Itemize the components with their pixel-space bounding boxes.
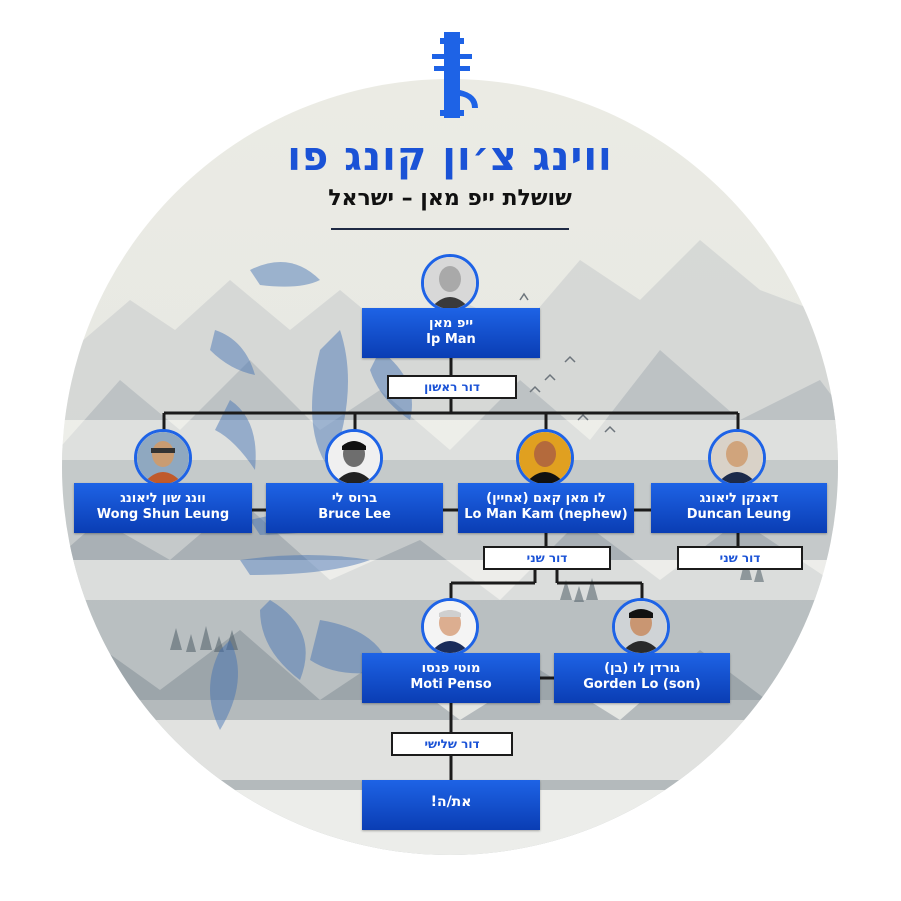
title-divider [331,228,569,230]
node-bruce-he: ברוס לי [331,491,378,506]
node-gorden-lo: גורדן לו (בן) Gorden Lo (son) [554,653,730,703]
wooden-dummy-icon [432,32,478,118]
node-ip-man-en: Ip Man [426,332,476,347]
node-wong-he: וונג שון ליאונג [120,491,206,506]
avatar-ip-man [421,254,479,312]
node-you: את/ה! [362,780,540,830]
node-ip-man: ייפ מאן Ip Man [362,308,540,358]
avatar-moti-penso [421,598,479,656]
node-duncan-leung: דאנקן ליאונג Duncan Leung [651,483,827,533]
node-duncan-en: Duncan Leung [686,507,792,522]
generation-label-second-a: דור שני [483,546,611,570]
node-lomankam-he: לו מאן קאם (אחיין) [486,491,606,506]
page-title: ווינג צ׳ון קונג פו [287,134,613,180]
node-moti-penso: מוטי פנסו Moti Penso [362,653,540,703]
node-duncan-he: דאנקן ליאונג [699,491,779,506]
generation-label-first: דור ראשון [387,375,517,399]
node-lomankam-en: Lo Man Kam (nephew) [464,507,628,522]
node-wong-shun-leung: וונג שון ליאונג Wong Shun Leung [74,483,252,533]
generation-label-third: דור שלישי [391,732,513,756]
avatar-duncan-leung [708,429,766,487]
node-gorden-he: גורדן לו (בן) [604,661,680,676]
node-lo-man-kam: לו מאן קאם (אחיין) Lo Man Kam (nephew) [458,483,634,533]
node-ip-man-he: ייפ מאן [428,316,474,331]
node-bruce-en: Bruce Lee [318,507,391,522]
avatar-wong-shun-leung [134,429,192,487]
avatar-gorden-lo [612,598,670,656]
node-bruce-lee: ברוס לי Bruce Lee [266,483,443,533]
node-moti-en: Moti Penso [410,677,492,692]
node-you-label: את/ה! [430,794,472,810]
node-wong-en: Wong Shun Leung [96,507,230,522]
node-gorden-en: Gorden Lo (son) [583,677,701,692]
generation-label-second-b: דור שני [677,546,803,570]
avatar-bruce-lee [325,429,383,487]
avatar-lo-man-kam [516,429,574,487]
page-subtitle: שושלת ייפ מאן – ישראל [328,186,572,211]
node-moti-he: מוטי פנסו [421,661,481,676]
